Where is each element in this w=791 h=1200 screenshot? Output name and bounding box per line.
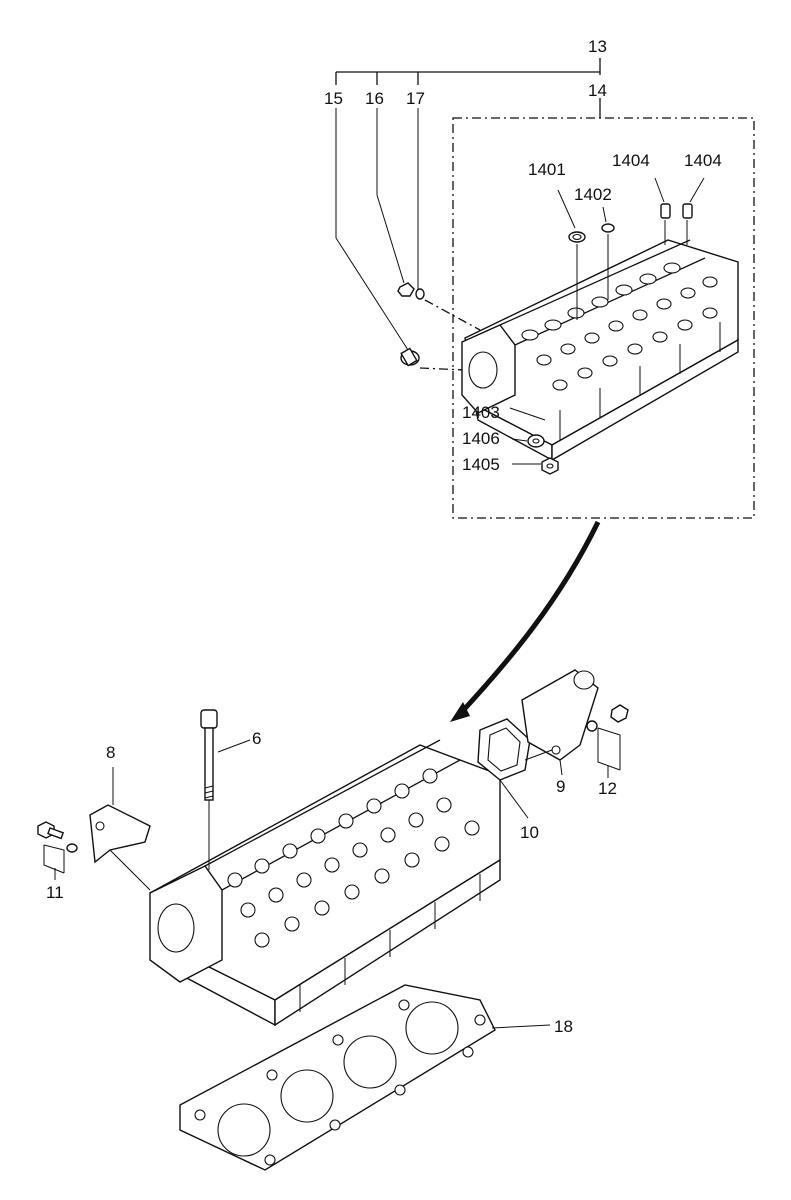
leaders-15-16-17 bbox=[335, 108, 481, 371]
callout-17: 17 bbox=[406, 89, 425, 108]
callout-1404-left: 1404 bbox=[612, 151, 650, 170]
callout-1406: 1406 bbox=[462, 429, 500, 448]
head-bolt-part-6 bbox=[200, 709, 251, 870]
callout-11: 11 bbox=[46, 883, 64, 902]
top-bracket bbox=[335, 58, 601, 118]
lower-head-bosses bbox=[227, 768, 480, 948]
callout-1404-right: 1404 bbox=[684, 151, 722, 170]
assembly-arrow bbox=[450, 520, 601, 722]
callout-1405: 1405 bbox=[462, 455, 500, 474]
callout-13: 13 bbox=[588, 37, 607, 56]
lifting-bracket-part-8 bbox=[89, 767, 151, 891]
washer-part-17 bbox=[415, 288, 425, 300]
callout-1401: 1401 bbox=[528, 160, 566, 179]
nut-part-1405 bbox=[512, 457, 559, 475]
callout-14: 14 bbox=[588, 81, 607, 100]
callout-6: 6 bbox=[252, 729, 261, 748]
callout-9: 9 bbox=[556, 777, 565, 796]
detail-box bbox=[452, 117, 755, 519]
bolt-part-11 bbox=[37, 821, 78, 880]
leader-1403 bbox=[509, 407, 546, 421]
pin-part-1404-right bbox=[682, 177, 705, 245]
lower-cylinder-head bbox=[149, 739, 501, 1027]
callout-15: 15 bbox=[324, 89, 343, 108]
callout-16: 16 bbox=[365, 89, 384, 108]
pin-part-1404-left bbox=[654, 177, 671, 245]
head-gasket-part-18 bbox=[179, 984, 551, 1171]
upper-head-bosses bbox=[521, 262, 718, 391]
callout-8: 8 bbox=[106, 743, 115, 762]
callout-1402: 1402 bbox=[574, 185, 612, 204]
callout-10: 10 bbox=[520, 823, 539, 842]
bolt-part-12 bbox=[586, 704, 629, 778]
washer-part-1406 bbox=[511, 434, 545, 448]
callout-12: 12 bbox=[598, 779, 617, 798]
cover-plate-part-9 bbox=[521, 669, 599, 776]
gasket-part-10 bbox=[477, 718, 531, 819]
callout-18: 18 bbox=[554, 1017, 573, 1036]
seal-part-1402 bbox=[601, 206, 615, 300]
seal-part-1401 bbox=[557, 189, 586, 320]
upper-cylinder-head bbox=[461, 239, 739, 462]
callout-1403: 1403 bbox=[462, 403, 500, 422]
plug-part-15 bbox=[400, 347, 420, 367]
nut-part-16 bbox=[397, 282, 415, 297]
